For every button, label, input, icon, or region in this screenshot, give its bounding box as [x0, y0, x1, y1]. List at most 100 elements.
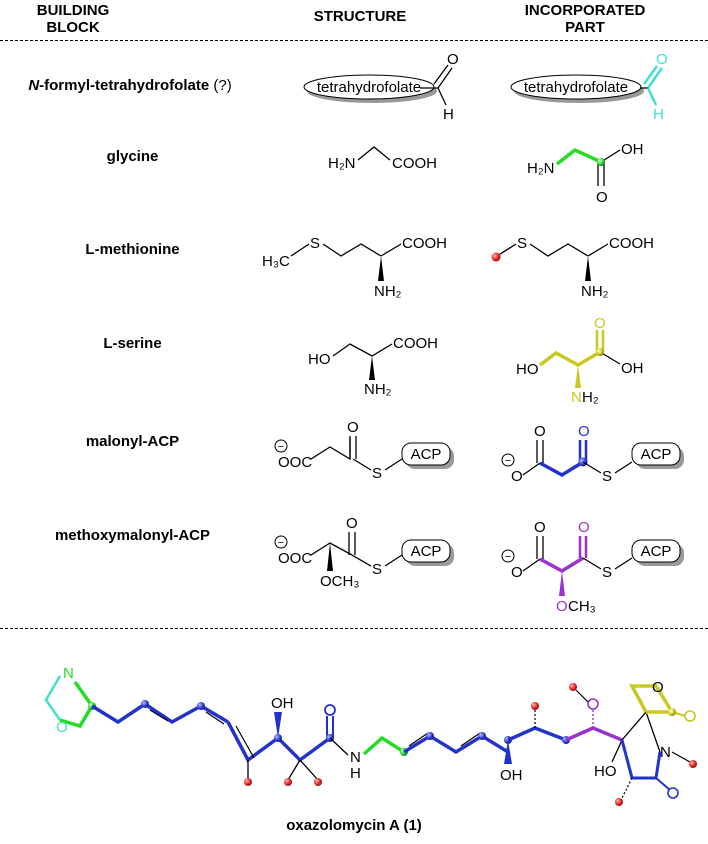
acp-label: ACP	[641, 446, 672, 463]
serine-bond-yellow	[538, 350, 601, 368]
methionine-structure: H₃C S COOH NH₂	[262, 235, 447, 300]
glycine-backbone	[357, 146, 391, 161]
serine-ball	[668, 708, 676, 716]
serine-cooh: COOH	[393, 335, 438, 352]
oh-label: OH	[271, 695, 294, 712]
double-bond	[408, 732, 429, 747]
malonyl-o-blue: O	[578, 423, 590, 440]
oxazolomycin-structure: N O OH N H OH	[44, 665, 697, 806]
thf-label: tetrahydrofolate	[317, 79, 421, 96]
acp-box	[401, 539, 451, 563]
malonyl-c-s	[582, 461, 602, 474]
methyl-ball	[615, 798, 623, 806]
serine-ho: HO	[308, 351, 331, 368]
serine-chain	[332, 343, 393, 357]
oh-wedge	[274, 712, 282, 738]
serine-incorporated: HO O OH N H₂	[516, 315, 644, 406]
malonyl-ooc: OOC	[278, 454, 312, 471]
met-to-cooh	[380, 243, 402, 257]
met-wedge	[585, 256, 591, 281]
label-formyl-thf-text: -formyl-tetrahydrofolate	[39, 77, 210, 94]
serine-oh: OH	[621, 360, 644, 377]
row-label-glycine: glycine	[106, 148, 159, 165]
malonyl-bond-blue	[539, 460, 584, 478]
lactam-blue	[620, 739, 662, 780]
double-bond	[235, 725, 255, 759]
methyl-ball	[569, 683, 577, 691]
malonyl-s-acp	[384, 458, 403, 471]
formyl-h-bond-teal	[646, 87, 658, 106]
serine-wedge	[575, 365, 581, 388]
minus-sign: −	[505, 551, 511, 563]
serine-ball	[596, 348, 604, 356]
charge-circle	[274, 439, 288, 453]
methionine-nh2: NH₂	[581, 283, 609, 300]
malonyl-s: S	[372, 465, 382, 482]
hashed-methyl	[621, 777, 633, 799]
row-label-serine: L-serine	[0, 335, 265, 352]
oxazole-teal	[44, 675, 62, 721]
oxazole-green-inner	[74, 681, 90, 703]
serine-n: N	[571, 389, 582, 406]
thf-structure: tetrahydrofolate O H	[303, 51, 459, 123]
mm-o: O	[346, 515, 358, 532]
glycine-ball	[597, 158, 605, 166]
gem-methyl	[287, 759, 301, 781]
malonyl-structure: − OOC O S ACP	[274, 419, 454, 482]
met-to-cooh	[587, 243, 609, 257]
lactone-o: O	[652, 679, 664, 696]
row-label-malonyl-acp: malonyl-ACP	[85, 433, 180, 450]
methionine-s: S	[517, 235, 527, 252]
mm-o-minus: O	[511, 564, 523, 581]
methoxymalonyl-structure: − OOC O S ACP OCH₃	[274, 515, 454, 590]
thf-label: tetrahydrofolate	[524, 79, 628, 96]
mm-s-acp	[614, 557, 633, 570]
mm-s: S	[372, 561, 382, 578]
label-methionine-text: -methionine	[94, 241, 180, 258]
mm-c-s	[351, 554, 372, 567]
header-building-block: BUILDING BLOCK	[36, 2, 110, 36]
diene-blue	[403, 733, 509, 755]
acp-label: ACP	[641, 543, 672, 560]
label-formyl-thf-question: (?)	[209, 77, 232, 94]
glycine-h2n: H₂N	[328, 155, 356, 172]
lactam-co	[655, 777, 671, 791]
chain-ball	[478, 732, 486, 740]
thf-ellipse	[510, 74, 642, 100]
methoxymalonyl-incorporated: − O O O O CH₃ S ACP	[501, 519, 684, 615]
charge-circle	[501, 453, 515, 467]
serine-ho: HO	[516, 361, 539, 378]
carboxyl-bond	[522, 558, 541, 572]
compound-name-text: oxazolomycin A (	[286, 817, 409, 834]
chain-ball	[197, 702, 205, 710]
serine-lactone	[629, 684, 674, 713]
polyene-blue	[91, 701, 229, 725]
amide-h: H	[350, 765, 361, 782]
malonyl-incorporated: − O O O S ACP	[501, 423, 684, 485]
methionine-h3c: H₃C	[262, 253, 290, 270]
serine-structure: HO COOH NH₂	[308, 335, 438, 398]
label-prefix-l: L	[85, 241, 95, 258]
met-bond-1	[496, 243, 517, 257]
mm-s-acp	[384, 554, 403, 567]
glycine-structure: H₂N COOH	[328, 146, 437, 172]
malonyl-s: S	[602, 468, 612, 485]
row-label-methionine: L-methionine	[0, 241, 265, 258]
formyl-double	[433, 64, 449, 85]
chain-ball	[426, 732, 434, 740]
header-incorporated-part: INCORPORATED PART	[524, 2, 646, 36]
amide-n: N	[350, 749, 361, 766]
methoxy-unit-2	[592, 726, 623, 742]
methyl-ball	[244, 778, 252, 786]
methionine-s: S	[310, 235, 320, 252]
mm-c-s	[582, 557, 602, 570]
methyl-ball	[284, 778, 292, 786]
mm-wedge-purple	[559, 571, 565, 596]
row-label-formyl-thf: N-formyl-tetrahydrofolate (?)	[0, 77, 260, 94]
chain-blue-3	[507, 726, 567, 742]
acp-box	[401, 442, 451, 466]
formyl-o: O	[447, 51, 459, 68]
glycine-o: O	[596, 189, 608, 206]
carboxyl-bond	[522, 462, 541, 476]
n-methyl	[671, 751, 691, 763]
